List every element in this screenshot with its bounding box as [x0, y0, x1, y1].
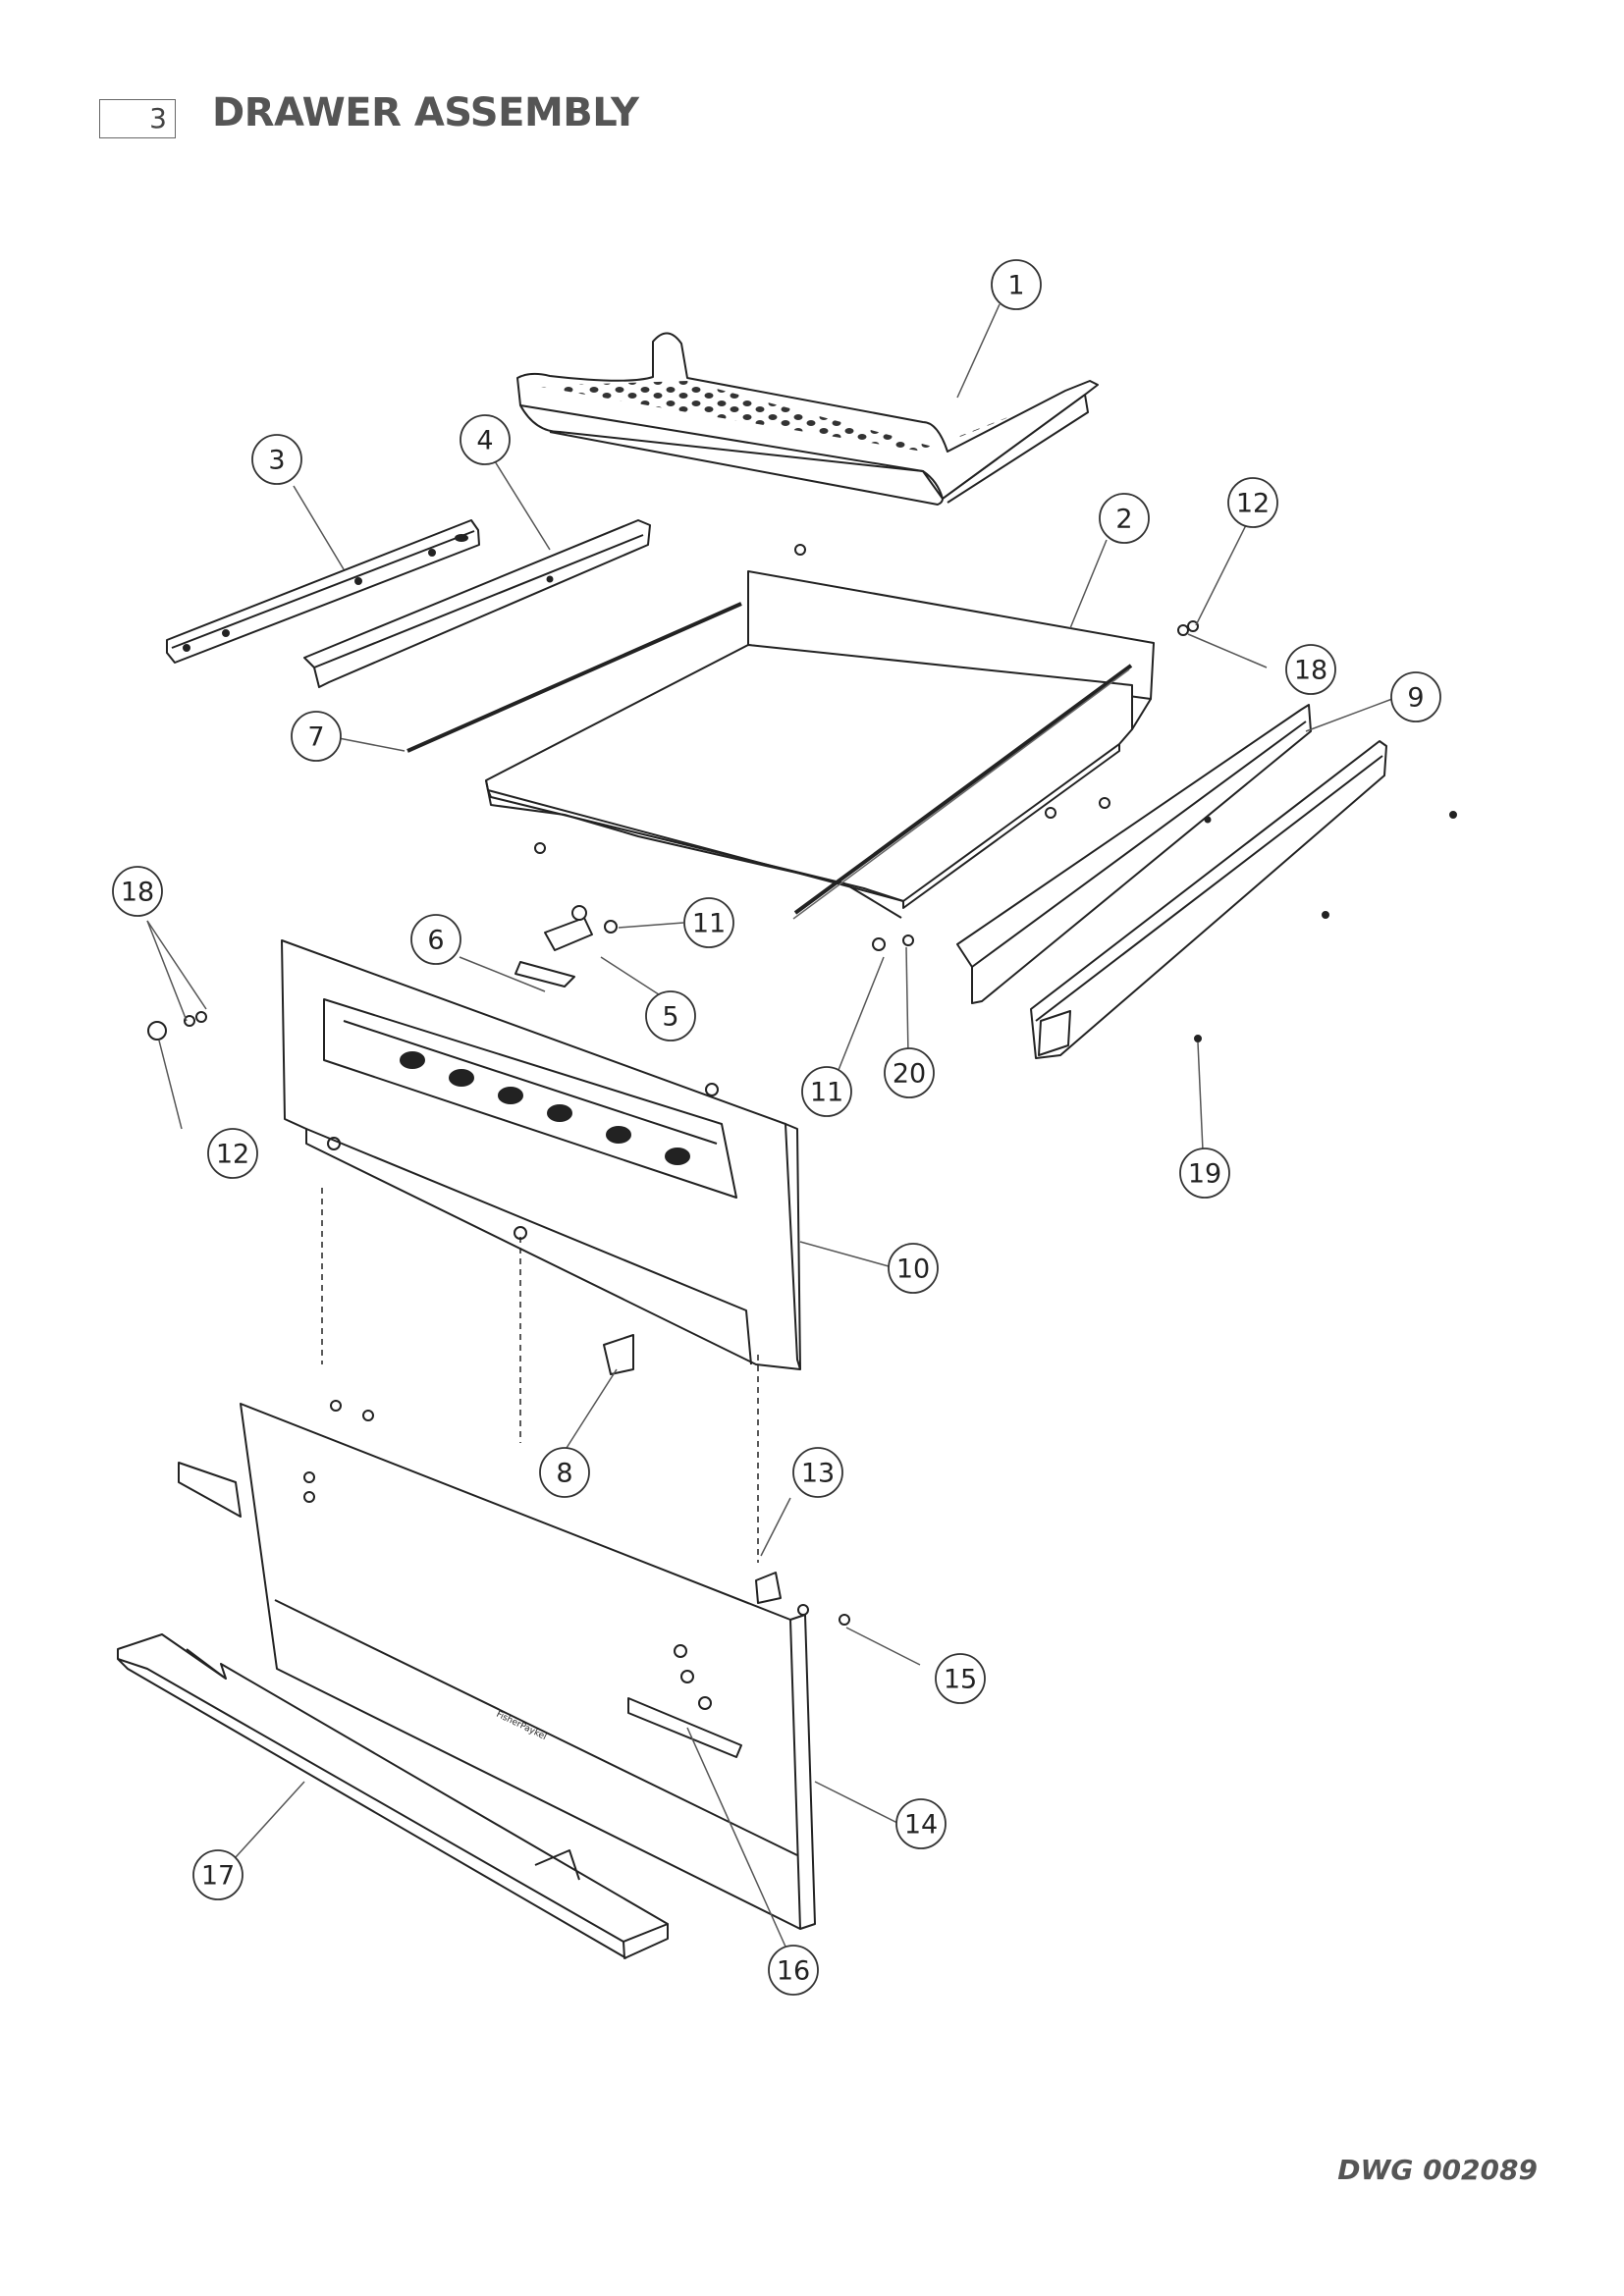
svg-text:5: 5 [662, 1002, 678, 1033]
page-title: DRAWER ASSEMBLY [212, 90, 639, 135]
svg-text:15: 15 [944, 1665, 977, 1695]
svg-text:11: 11 [810, 1078, 843, 1108]
callout-18a: 18 [1285, 644, 1336, 695]
svg-text:4: 4 [476, 426, 493, 456]
svg-text:17: 17 [201, 1861, 235, 1892]
angle-bracket [303, 519, 651, 688]
svg-text:18: 18 [121, 878, 154, 908]
svg-text:18: 18 [1294, 656, 1327, 686]
callout-16: 16 [768, 1945, 819, 1996]
callout-11b: 11 [801, 1066, 852, 1117]
rod [406, 602, 742, 753]
svg-text:12: 12 [216, 1140, 249, 1170]
svg-text:9: 9 [1407, 683, 1424, 714]
svg-text:1: 1 [1007, 271, 1024, 301]
callout-8: 8 [539, 1447, 590, 1498]
svg-text:20: 20 [893, 1059, 926, 1090]
callout-4: 4 [460, 414, 511, 465]
inner-panel [281, 939, 801, 1370]
callout-6: 6 [410, 914, 461, 965]
callouts: 1 2 3 4 5 6 7 8 9 10 11 11 12 12 13 14 1… [112, 259, 1441, 1996]
callout-9: 9 [1390, 671, 1441, 722]
svg-text:7: 7 [307, 722, 324, 753]
perforated-tray [516, 332, 1099, 506]
callout-7: 7 [291, 711, 342, 762]
callout-20: 20 [884, 1047, 935, 1098]
svg-text:6: 6 [427, 926, 444, 956]
callout-17: 17 [192, 1849, 244, 1900]
callout-12b: 12 [207, 1128, 258, 1179]
callout-13: 13 [792, 1447, 843, 1498]
dashed-guide-lines [321, 1188, 759, 1563]
callout-10: 10 [888, 1243, 939, 1294]
callout-15: 15 [935, 1653, 986, 1704]
side-rail [956, 704, 1312, 1004]
section-number-box: 3 [99, 99, 176, 138]
callout-18b: 18 [112, 866, 163, 917]
svg-text:12: 12 [1236, 489, 1270, 519]
svg-text:3: 3 [268, 446, 285, 476]
svg-text:8: 8 [556, 1459, 572, 1489]
callout-12a: 12 [1227, 477, 1278, 528]
svg-text:2: 2 [1115, 505, 1132, 535]
leader-lines [146, 303, 1393, 1948]
handle-bar [117, 1633, 669, 1959]
callout-11a: 11 [683, 897, 734, 948]
svg-text:10: 10 [896, 1255, 930, 1285]
drawing-number: DWG 002089 [1337, 2154, 1538, 2186]
callout-3: 3 [251, 434, 302, 485]
callout-5: 5 [645, 990, 696, 1041]
callout-19: 19 [1179, 1148, 1230, 1199]
svg-text:16: 16 [777, 1956, 810, 1987]
runner-left [166, 519, 480, 664]
svg-text:13: 13 [801, 1459, 835, 1489]
svg-text:11: 11 [692, 909, 726, 939]
callout-14: 14 [895, 1798, 947, 1849]
callout-1: 1 [991, 259, 1042, 310]
runner-right [1030, 740, 1387, 1059]
fasteners [147, 544, 1457, 1626]
callout-2: 2 [1099, 493, 1150, 544]
drawer-box [485, 570, 1155, 920]
front-panel [240, 1403, 816, 1930]
hinge-bracket [178, 1462, 242, 1518]
svg-text:19: 19 [1188, 1159, 1221, 1190]
svg-text:14: 14 [904, 1810, 938, 1841]
